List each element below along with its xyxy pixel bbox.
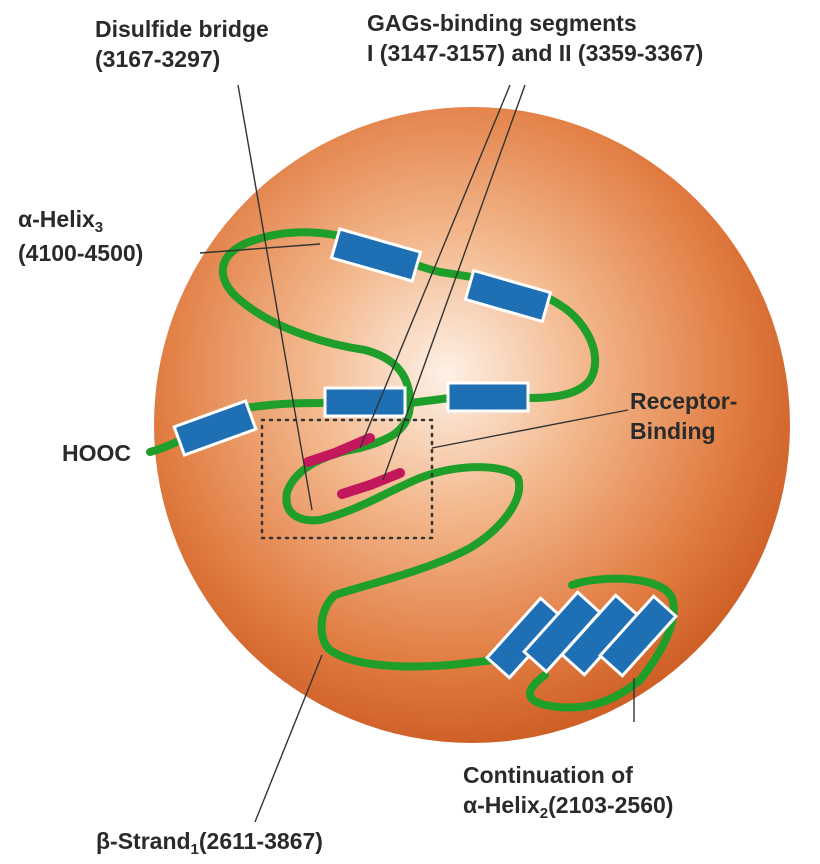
continuation-subscript: 2 — [540, 805, 548, 822]
strand1-subscript: 1 — [191, 841, 199, 858]
strand1-range: (2611-3867) — [199, 828, 323, 854]
helix-middle-2 — [448, 383, 528, 411]
continuation-helix: α-Helix — [463, 792, 540, 818]
disulfide-range: (3167-3297) — [95, 44, 269, 74]
helix3-name: α-Helix — [18, 206, 95, 232]
label-strand1: β-Strand1(2611-3867) — [96, 826, 323, 860]
strand1-name: β-Strand — [96, 828, 191, 854]
gags-title: GAGs-binding segments — [367, 8, 703, 38]
continuation-range: (2103-2560) — [548, 792, 673, 818]
label-helix3: α-Helix3 (4100-4500) — [18, 204, 143, 268]
helix-middle-1 — [325, 388, 405, 416]
helix3-range: (4100-4500) — [18, 238, 143, 268]
label-gags-binding: GAGs-binding segments I (3147-3157) and … — [367, 8, 703, 68]
label-receptor-binding: Receptor- Binding — [630, 386, 737, 446]
helix3-subscript: 3 — [95, 219, 103, 236]
gags-ranges: I (3147-3157) and II (3359-3367) — [367, 38, 703, 68]
receptor-line2: Binding — [630, 416, 737, 446]
label-continuation: Continuation of α-Helix2(2103-2560) — [463, 760, 673, 824]
label-disulfide-bridge: Disulfide bridge (3167-3297) — [95, 14, 269, 74]
disulfide-title: Disulfide bridge — [95, 14, 269, 44]
label-hooc: HOOC — [62, 438, 131, 468]
continuation-line1: Continuation of — [463, 760, 673, 790]
receptor-line1: Receptor- — [630, 386, 737, 416]
